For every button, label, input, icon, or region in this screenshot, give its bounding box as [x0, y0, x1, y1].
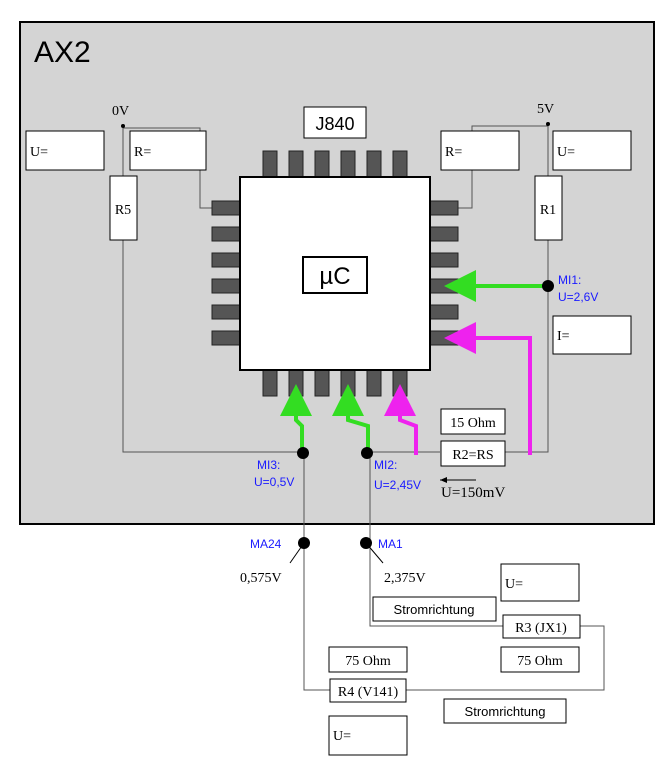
svg-text:R1: R1: [540, 203, 556, 218]
shunt-probe-wire-right: [444, 322, 532, 455]
rail-5v-label: 5V: [537, 102, 554, 117]
mi3-name: MI3:: [257, 458, 280, 472]
microcontroller-label: µC: [302, 256, 368, 294]
resistor-r3-value: 75 Ohm: [500, 646, 580, 673]
mi2-probe-wire: [332, 384, 370, 452]
svg-text:R2=RS: R2=RS: [452, 448, 493, 463]
rail-0v-label: 0V: [112, 104, 129, 119]
box-u-left: U=: [25, 130, 105, 171]
box-u-bottom: U=: [328, 715, 408, 756]
svg-text:75 Ohm: 75 Ohm: [345, 654, 391, 669]
resistor-r2: R2=RS: [440, 440, 506, 467]
box-u-right: U=: [552, 130, 632, 171]
mi2-value: U=2,45V: [374, 478, 421, 492]
board-title: AX2: [34, 36, 91, 69]
svg-text:U=: U=: [557, 145, 575, 160]
svg-text:R=: R=: [134, 145, 151, 160]
svg-text:R=: R=: [445, 145, 462, 160]
box-r-right: R=: [440, 130, 520, 171]
svg-text:U=: U=: [333, 729, 351, 744]
mi3-point: [297, 447, 309, 459]
svg-text:µC: µC: [319, 263, 350, 290]
svg-text:I=: I=: [557, 329, 570, 344]
current-direction-label-1: Stromrichtung: [372, 596, 497, 622]
svg-text:Stromrichtung: Stromrichtung: [465, 704, 546, 719]
resistor-r2-value: 15 Ohm: [440, 408, 506, 435]
svg-text:75 Ohm: 75 Ohm: [517, 654, 563, 669]
mi2-point: [361, 447, 373, 459]
chip-id-label: J840: [303, 106, 367, 139]
svg-text:R3 (JX1): R3 (JX1): [515, 621, 567, 636]
current-direction-label-2: Stromrichtung: [443, 698, 567, 724]
box-u-mid: U=: [500, 563, 580, 602]
mi2-name: MI2:: [374, 458, 397, 472]
shunt-voltage: U=150mV: [440, 477, 505, 501]
svg-text:U=150mV: U=150mV: [441, 485, 505, 501]
box-i-right: I=: [552, 315, 632, 355]
ma1-value: 2,375V: [384, 571, 426, 586]
resistor-r4: R4 (V141): [329, 678, 407, 703]
svg-text:J840: J840: [315, 114, 354, 134]
box-r-left: R=: [129, 130, 207, 171]
ma24-value: 0,575V: [240, 571, 282, 586]
svg-text:R5: R5: [115, 203, 131, 218]
svg-text:R4 (V141): R4 (V141): [338, 685, 399, 700]
shunt-probe-wire-left: [384, 384, 418, 455]
mi1-point: [542, 280, 554, 292]
ma24-name: MA24: [250, 537, 282, 551]
mi1-value: U=2,6V: [558, 290, 598, 304]
svg-text:U=: U=: [30, 145, 48, 160]
mi3-probe-wire: [280, 384, 312, 452]
mi1-name: MI1:: [558, 273, 581, 287]
svg-text:Stromrichtung: Stromrichtung: [394, 602, 475, 617]
resistor-r1: R1: [534, 175, 563, 241]
resistor-r4-value: 75 Ohm: [328, 646, 408, 673]
svg-text:15 Ohm: 15 Ohm: [450, 416, 496, 431]
wires: [122, 125, 605, 691]
resistor-r3: R3 (JX1): [502, 614, 581, 639]
ma1-name: MA1: [378, 537, 403, 551]
resistor-r5: R5: [109, 175, 138, 241]
svg-text:U=: U=: [505, 577, 523, 592]
mi3-value: U=0,5V: [254, 475, 294, 489]
